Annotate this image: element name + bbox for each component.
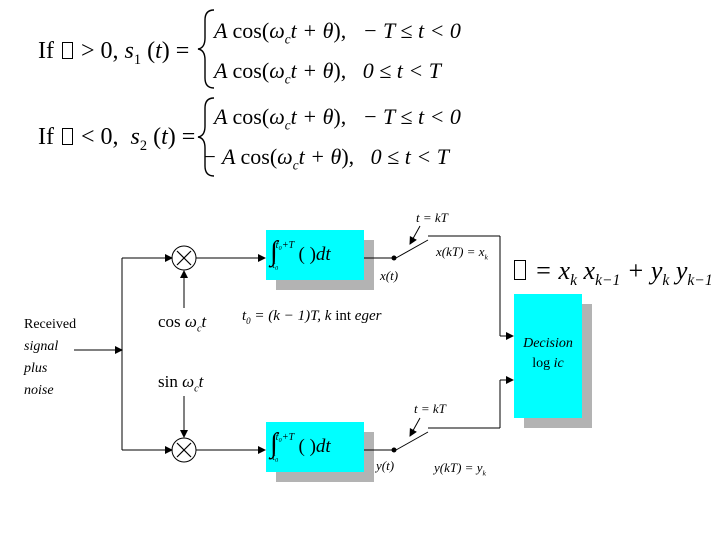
decision-logic-label: Decision log ic [523, 336, 573, 371]
sampler-node-lower [391, 447, 397, 453]
input-label: Received signal plus noise [24, 317, 77, 398]
upper-sample-time: t = kT [416, 210, 448, 225]
mixer-upper-cross [176, 250, 192, 266]
upper-output-label: x(t) [380, 268, 399, 283]
sampler-switch-lower [395, 431, 429, 451]
equation-case-negative-row-1: A cos(ωct + θ), − T ≤ t < 0 [214, 104, 461, 133]
equation-case-negative-row-2: − A cos(ωct + θ), 0 ≤ t < T [202, 144, 449, 173]
integrator-label-upper: ∫t₀+Tt₀( )dt [270, 236, 331, 271]
sample-time-arrow-lower [409, 417, 421, 437]
decision-formula: = xk xk−1 + yk yk−1 [512, 256, 713, 290]
equation-case-positive-row-1: A cos(ωct + θ), − T ≤ t < 0 [214, 18, 461, 47]
decision-logic-block [514, 294, 582, 418]
integration-window-label: t0 = (k − 1)T, k int eger [242, 308, 382, 326]
delta-placeholder-glyph [514, 260, 526, 280]
sampler-switch-upper [395, 239, 429, 259]
carrier-cos-label: cos ωct [158, 312, 207, 335]
delta-placeholder-glyph [61, 42, 73, 59]
equation-case-positive-row-2: A cos(ωct + θ), 0 ≤ t < T [214, 58, 441, 87]
lower-sample-time: t = kT [414, 401, 446, 416]
sample-time-arrow-upper [409, 225, 421, 245]
sampler-node-upper [391, 255, 397, 261]
left-brace [197, 97, 215, 177]
carrier-sin-label: sin ωct [158, 372, 204, 395]
left-brace [197, 9, 215, 89]
equation-case-positive-lhs: If > 0, s1 (t) = [38, 38, 190, 68]
lower-sample-value: y(kT) = yk [434, 460, 486, 478]
integrator-label-lower: ∫t₀+Tt₀( )dt [270, 428, 331, 463]
integrator-block-upper [266, 230, 364, 280]
upper-sample-value: x(kT) = xk [436, 244, 488, 262]
integrator-block-lower [266, 422, 364, 472]
delta-placeholder-glyph [61, 128, 73, 145]
mixer-lower-cross [176, 442, 192, 458]
equation-case-negative-lhs: If < 0, s2 (t) = [38, 124, 196, 154]
lower-output-label: y(t) [376, 458, 395, 473]
